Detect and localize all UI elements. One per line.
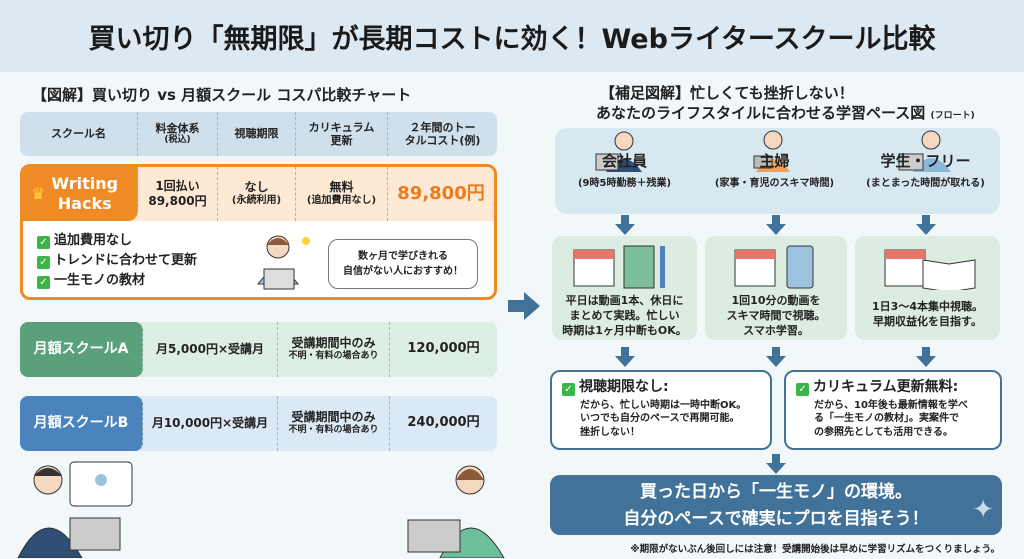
housewife-illustration (753, 130, 790, 172)
check-item: ✓追加費用なし (37, 231, 197, 251)
crown-icon: ♛ (31, 184, 46, 203)
check-icon: ✓ (796, 383, 809, 396)
woman-laptop-illustration (407, 465, 505, 558)
down-arrow-icon (615, 215, 635, 235)
check-icon: ✓ (37, 276, 50, 289)
table-header: スクール名 料金体系(税込) 視聴期限 カリキュラム更新 ２年間のトータルコスト… (20, 112, 497, 156)
conclusion-banner: 買った日から「一生モノ」の環境。自分のペースで確実にプロを目指そう！ ✦ (550, 475, 1002, 535)
featured-limit: なし(永続利用) (218, 167, 296, 221)
header-total: ２年間のトータルコスト(例) (404, 120, 481, 147)
down-arrow-icon (766, 215, 786, 235)
header-fee: 料金体系(税込) (138, 112, 218, 156)
flow-title-line2: あなたのライフスタイルに合わせる学習ペース図 (フロート) (596, 104, 975, 122)
school-fee: 月10,000円×受講月 (143, 396, 278, 451)
man-laptop-illustration (17, 461, 133, 558)
table-row: 月額スクールA 月5,000円×受講月 受講期間中のみ不明・有料の場合あり 12… (20, 322, 497, 377)
footnote: ※期限がないぶん後回しには注意！受講開始後は早めに学習リズムをつくりましょう。 (630, 544, 1000, 555)
plan-housewife: 1回10分の動画をスキマ時間で視聴。スマホ学習。 (705, 236, 847, 340)
right-arrow-icon (508, 292, 540, 320)
check-item: ✓一生モノの教材 (37, 271, 197, 291)
school-total: 240,000円 (407, 415, 480, 431)
office-worker-illustration (595, 131, 642, 172)
header-school: スクール名 (20, 112, 138, 156)
header-limit: 視聴期限 (218, 112, 296, 156)
down-arrow-icon (916, 215, 936, 235)
featured-total: 89,800円 (397, 182, 485, 204)
school-name: 月額スクールA (20, 322, 143, 377)
down-arrow-icon (766, 347, 786, 367)
student-illustration (898, 130, 951, 172)
check-icon: ✓ (37, 236, 50, 249)
comparison-title: 【図解】買い切り vs 月額スクール コスパ比較チャート (32, 86, 412, 104)
down-arrow-icon (615, 347, 635, 367)
page-title: 買い切り「無期限」が長期コストに効く！Webライタースクール比較 (0, 0, 1024, 72)
plan-office-worker: 平日は動画1本、休日にまとめて実践。忙しい時期は1ヶ月中断もOK。 (552, 236, 697, 340)
school-name: 月額スクールB (20, 396, 143, 451)
school-fee: 月5,000円×受講月 (143, 322, 278, 377)
school-limit: 受講期間中のみ不明・有料の場合あり (278, 322, 390, 377)
featured-curriculum: 無料(追加費用なし) (296, 167, 388, 221)
persona-housewife: 主婦(家事・育児のスキマ時間) (714, 152, 835, 189)
woman-laptop-illustration (257, 235, 310, 290)
calendar-book-icon (884, 249, 976, 290)
persona-student: 学生・フリー(まとまった時間が取れる) (866, 152, 985, 189)
header-curriculum: カリキュラム更新 (296, 112, 388, 156)
down-arrow-icon (916, 347, 936, 367)
check-icon: ✓ (37, 256, 50, 269)
flow-title-line1: 【補足図解】忙しくても挫折しない！ (600, 84, 854, 102)
table-row: 月額スクールB 月10,000円×受講月 受講期間中のみ不明・有料の場合あり 2… (20, 396, 497, 451)
down-arrow-icon (766, 454, 786, 474)
sparkle-icon: ✦ (972, 495, 994, 525)
check-icon: ✓ (562, 383, 575, 396)
benefit-free-updates: ✓カリキュラム更新無料: だから、10年後も最新情報を学べる「一生モノの教材」。… (784, 370, 1002, 450)
speech-bubble: 数ヶ月で学びきれる自信がない人におすすめ！ (328, 239, 478, 289)
persona-office-worker: 会社員(9時5時勤務＋残業) (577, 152, 672, 189)
school-total: 120,000円 (407, 341, 480, 357)
featured-checks: ✓追加費用なし ✓トレンドに合わせて更新 ✓一生モノの教材 (37, 231, 197, 291)
school-limit: 受講期間中のみ不明・有料の場合あり (278, 396, 390, 451)
calendar-smartphone-icon (734, 245, 814, 289)
check-item: ✓トレンドに合わせて更新 (37, 251, 197, 271)
calendar-notebook-icon (573, 245, 665, 289)
benefit-no-limit: ✓視聴期限なし: だから、忙しい時期は一時中断OK。いつでも自分のペースで再開可… (550, 370, 772, 450)
plan-student: 1日3〜4本集中視聴。早期収益化を目指す。 (855, 236, 1000, 340)
